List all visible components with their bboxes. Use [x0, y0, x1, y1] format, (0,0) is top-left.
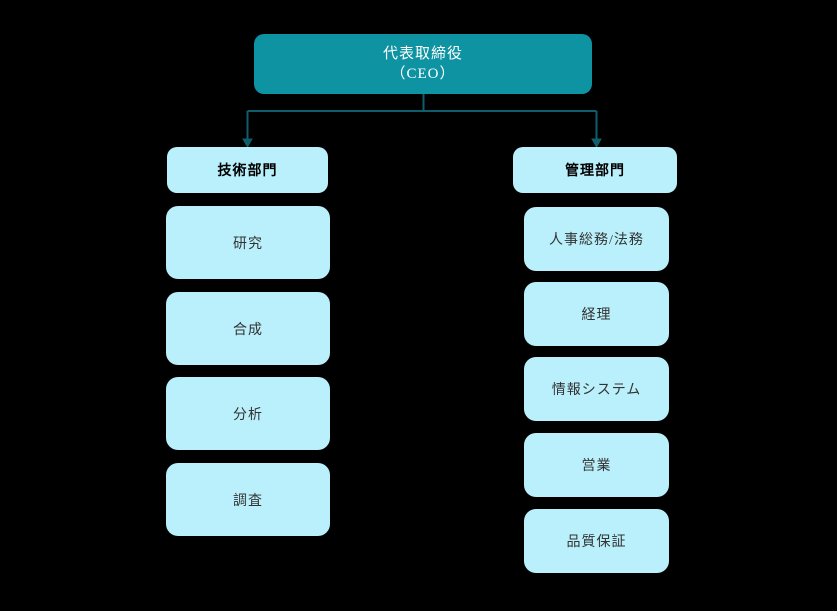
arrowhead-left-icon: [242, 138, 253, 149]
node-label: 研究: [233, 236, 263, 252]
org-node-analysis: 分析: [166, 377, 330, 450]
org-node-dept-engineering: 技術部門: [167, 147, 328, 193]
arrowhead-right-icon: [591, 138, 602, 149]
org-node-accounting: 経理: [524, 282, 669, 346]
org-node-hr-legal: 人事総務/法務: [524, 207, 669, 271]
org-node-quality-assurance: 品質保証: [524, 509, 669, 573]
org-node-synthesis: 合成: [166, 292, 330, 365]
ceo-label-line1: 代表取締役: [382, 46, 463, 62]
node-label: 情報システム: [551, 383, 642, 398]
org-node-it-systems: 情報システム: [524, 357, 669, 421]
node-label: 合成: [233, 322, 263, 338]
node-label: 人事総務/法務: [549, 233, 644, 248]
org-node-dept-administration: 管理部門: [513, 147, 677, 193]
org-node-survey: 調査: [166, 463, 330, 536]
node-label: 経理: [581, 308, 612, 323]
org-node-ceo: 代表取締役 （CEO）: [254, 34, 592, 94]
node-label: 営業: [581, 459, 612, 474]
node-label: 品質保証: [566, 535, 627, 550]
node-label: 調査: [233, 493, 263, 509]
org-node-sales: 営業: [524, 433, 669, 497]
ceo-label-line2: （CEO）: [390, 66, 456, 82]
org-node-research: 研究: [166, 206, 330, 279]
dept-label: 技術部門: [217, 164, 278, 179]
node-label: 分析: [233, 407, 263, 423]
dept-label: 管理部門: [565, 164, 625, 179]
